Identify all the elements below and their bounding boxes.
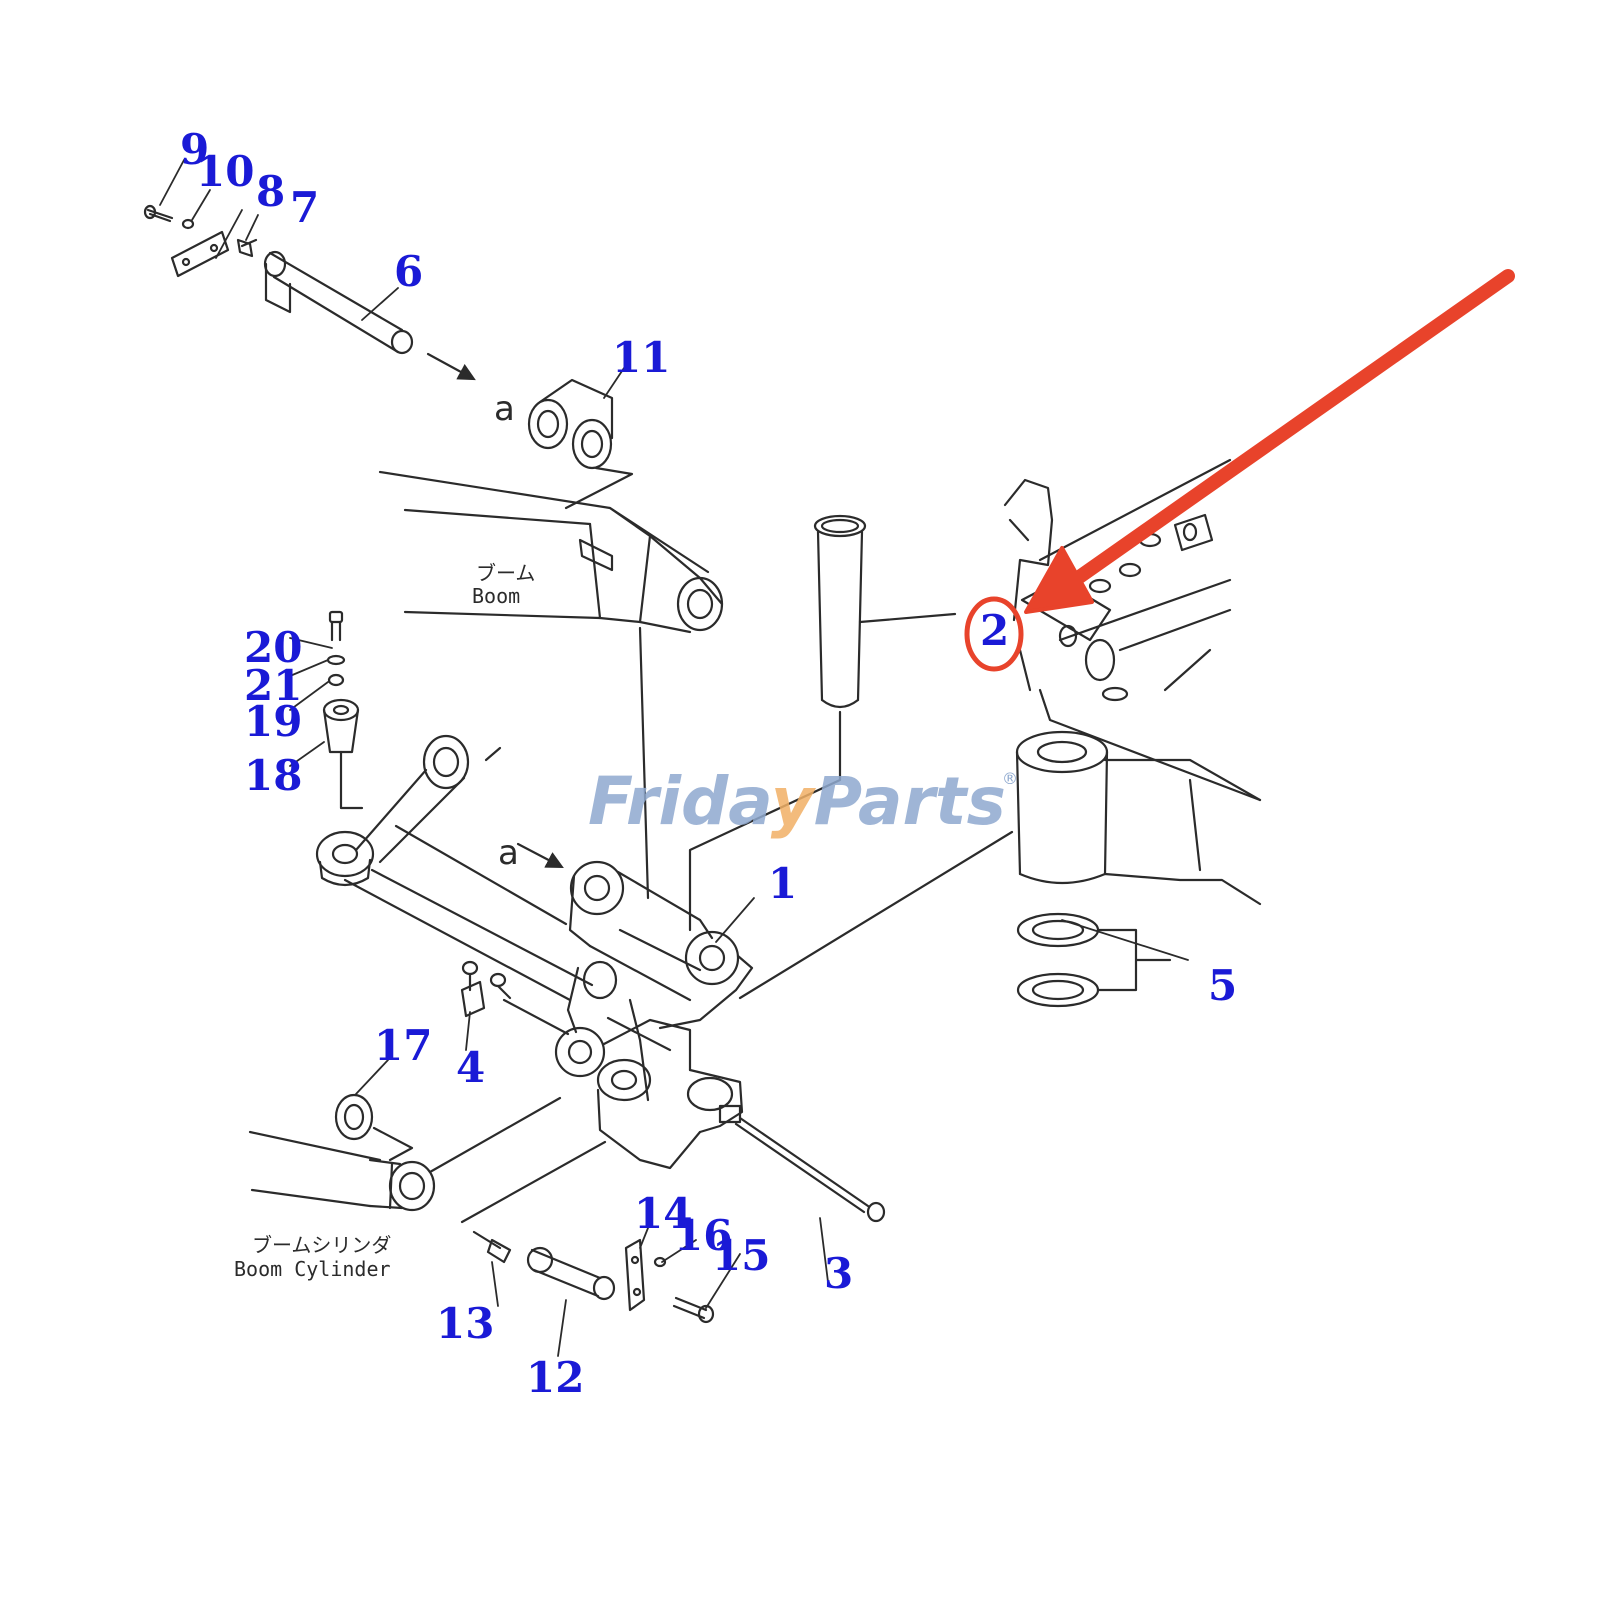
shims-5-drawing <box>1016 912 1172 1008</box>
callout-7[interactable]: 7 <box>290 183 319 232</box>
cylinder-caption-en: Boom Cylinder <box>234 1257 391 1281</box>
highlight-arrow-head <box>1024 546 1094 614</box>
callout-17[interactable]: 17 <box>374 1021 432 1070</box>
callout-15[interactable]: 15 <box>712 1231 770 1280</box>
callout-12[interactable]: 12 <box>526 1353 584 1402</box>
washer-21-drawing <box>326 654 346 666</box>
revolving-frame-drawing <box>1003 458 1262 802</box>
callout-13[interactable]: 13 <box>436 1299 494 1348</box>
shims-11-drawing <box>527 378 614 470</box>
callout-8[interactable]: 8 <box>256 167 285 216</box>
svg-text:FridayParts: FridayParts <box>588 763 1006 840</box>
boom-cylinder-drawing <box>248 1130 436 1212</box>
callout-2[interactable]: 2 <box>980 606 1009 655</box>
callout-6[interactable]: 6 <box>394 247 423 296</box>
plate-8-drawing <box>170 230 230 278</box>
watermark-mark: ® <box>1002 769 1018 788</box>
fittings-4-drawing <box>460 960 512 1018</box>
washer-10-drawing <box>181 218 195 230</box>
washer-19-drawing <box>327 673 345 687</box>
foot-pin-drawing <box>315 734 502 887</box>
leader-lines <box>159 159 1189 1357</box>
watermark-part1: Frida <box>588 763 771 840</box>
callout-3[interactable]: 3 <box>824 1249 853 1298</box>
watermark-part3: Parts <box>814 763 1006 840</box>
callout-4[interactable]: 4 <box>456 1043 485 1092</box>
callout-19[interactable]: 19 <box>244 697 302 746</box>
bolt-15-drawing <box>672 1296 715 1324</box>
plate-14-drawing <box>624 1238 646 1312</box>
view-marker-a-lower: a <box>498 833 519 873</box>
bracket-1-drawing <box>554 860 754 1170</box>
callout-16[interactable]: 16 <box>674 1211 732 1260</box>
view-marker-a-upper: a <box>494 389 515 429</box>
bushing-18-drawing <box>322 698 360 754</box>
washer-16-drawing <box>653 1256 667 1268</box>
callout-11[interactable]: 11 <box>612 333 670 382</box>
shim-17-drawing <box>334 1093 414 1162</box>
pin-12-drawing <box>526 1246 616 1301</box>
callout-1[interactable]: 1 <box>768 859 797 908</box>
captions: ブーム Boom ブームシリンダ Boom Cylinder <box>234 561 535 1281</box>
boss-drawing <box>1015 730 1262 906</box>
callout-5[interactable]: 5 <box>1208 961 1237 1010</box>
bolt-9-drawing <box>143 204 174 223</box>
pin-6-drawing <box>263 250 414 355</box>
callout-10[interactable]: 10 <box>196 147 254 196</box>
boom-caption-en: Boom <box>472 584 520 608</box>
fitting-13-drawing <box>472 1230 512 1264</box>
callout-9[interactable]: 9 <box>180 125 209 174</box>
bolt-3-drawing <box>734 1116 886 1223</box>
highlight-annotation <box>964 269 1515 672</box>
callout-18[interactable]: 18 <box>244 751 302 800</box>
boom-drawing <box>378 470 724 634</box>
cylinder-caption-jp: ブームシリンダ <box>252 1233 391 1257</box>
callout-labels: 1 2 3 4 5 6 7 8 9 10 11 12 13 14 15 16 1… <box>180 125 1237 1402</box>
callout-20[interactable]: 20 <box>244 623 302 672</box>
pin-2-drawing <box>813 514 867 709</box>
boom-caption-jp: ブーム <box>476 561 535 585</box>
watermark-part2: y <box>771 763 817 840</box>
highlight-circle <box>964 596 1024 672</box>
fitting-7-drawing <box>236 238 258 258</box>
bolt-20-drawing <box>328 610 344 642</box>
watermark: FridayParts ® <box>588 763 1018 840</box>
highlight-arrow-shaft <box>1051 269 1515 599</box>
callout-21[interactable]: 21 <box>244 661 302 710</box>
callout-14[interactable]: 14 <box>634 1189 692 1238</box>
exploded-drawing <box>143 159 1262 1357</box>
